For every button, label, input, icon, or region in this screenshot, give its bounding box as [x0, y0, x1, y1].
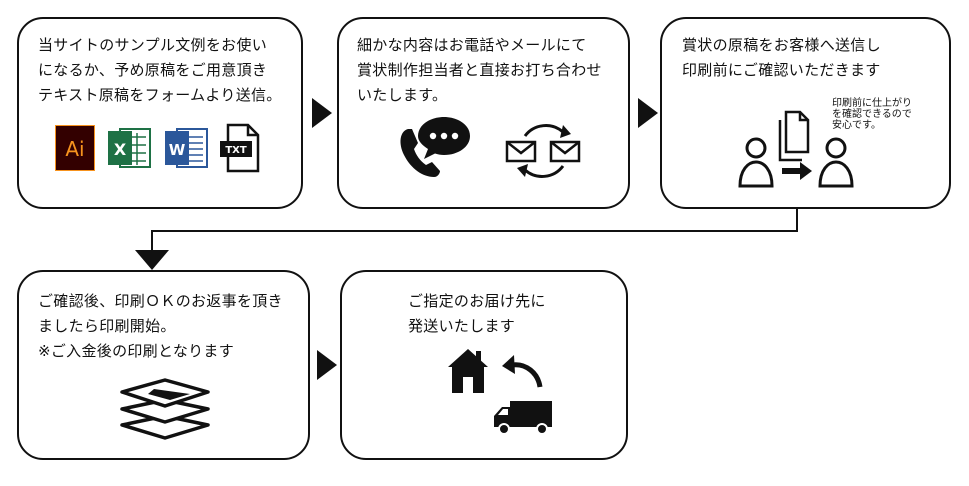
step-3-note-1: 印刷前に仕上がり	[832, 98, 912, 109]
txt-file-icon: TXT	[220, 123, 260, 173]
connector-step3-to-step4	[135, 209, 798, 270]
word-file-icon: W	[165, 128, 208, 168]
step-1-line-2: になるか、予め原稿をご用意頂き	[38, 61, 268, 79]
step-4-line-1: ご確認後、印刷ＯＫのお返事を頂き	[38, 292, 283, 310]
excel-file-icon: X	[108, 128, 151, 168]
illustrator-file-icon: Ai	[55, 125, 95, 171]
step-3-line-2: 印刷前にご確認いただきます	[682, 61, 881, 79]
step-1-box	[17, 17, 303, 209]
arrow-step2-to-step3	[638, 98, 658, 128]
step-2-line-2: 賞状制作担当者と直接お打ち合わせ	[357, 61, 602, 79]
step-3-box	[660, 17, 951, 209]
step-4-line-2: ましたら印刷開始。	[38, 317, 176, 335]
txt-icon-label: TXT	[225, 145, 247, 156]
step-1-line-1: 当サイトのサンプル文例をお使い	[38, 36, 268, 54]
step-4-line-3: ※ご入金後の印刷となります	[38, 342, 235, 360]
email-exchange-icon	[505, 124, 581, 178]
step-2-box	[337, 17, 630, 209]
arrow-step4-to-step5	[317, 350, 337, 380]
house-truck-delivery-icon	[448, 349, 552, 435]
step-3-note-2: を確認できるので	[832, 109, 912, 120]
document-transfer-icon	[738, 110, 854, 188]
print-stack-icon	[120, 378, 210, 440]
step-5-line-1: ご指定のお届け先に	[408, 292, 546, 310]
step-2-line-1: 細かな内容はお電話やメールにて	[357, 36, 587, 54]
arrow-step1-to-step2	[312, 98, 332, 128]
step-1-line-3: テキスト原稿をフォームより送信。	[38, 86, 282, 104]
excel-icon-label: X	[114, 140, 127, 159]
illustrator-icon-label: Ai	[65, 137, 84, 161]
step-3-note-3: 安心です。	[832, 120, 881, 131]
step-3-line-1: 賞状の原稿をお客様へ送信し	[682, 36, 881, 54]
step-5-line-2: 発送いたします	[408, 317, 516, 335]
word-icon-label: W	[169, 141, 186, 159]
step-2-line-3: いたします。	[357, 86, 448, 104]
phone-chat-icon	[400, 117, 470, 177]
